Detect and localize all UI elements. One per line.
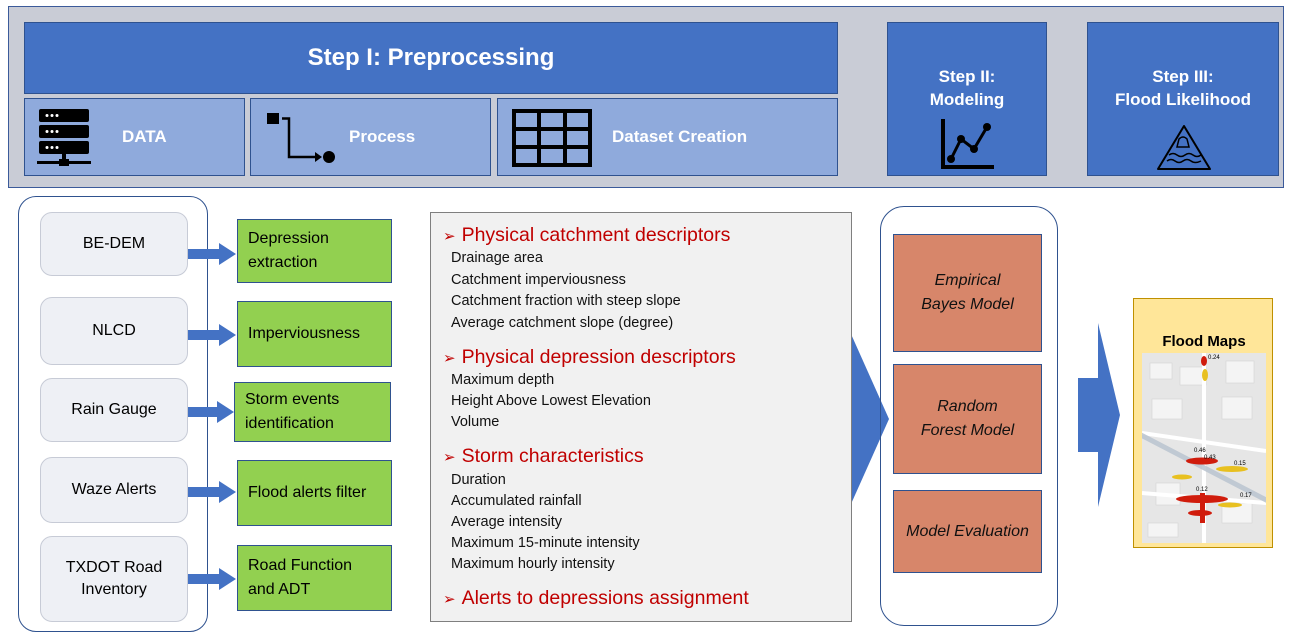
descriptor-item: Drainage area: [451, 250, 543, 266]
step1-title: Step I: Preprocessing: [307, 44, 555, 71]
heading-text: Physical catchment descriptors: [461, 224, 731, 246]
arrowhead-bullet-icon: ➢: [443, 449, 456, 466]
descriptor-item: Maximum 15-minute intensity: [451, 535, 640, 551]
arrowhead-bullet-icon: ➢: [443, 591, 456, 608]
descriptor-item: Catchment fraction with steep slope: [451, 293, 681, 309]
flood-maps-title: Flood Maps: [1162, 333, 1246, 350]
descriptor-heading: ➢ Physical catchment descriptors: [443, 224, 730, 247]
source-txdot-road-inventory: TXDOT Road Inventory: [40, 536, 188, 622]
heading-text: Storm characteristics: [461, 445, 644, 467]
big-arrow-right-icon: [851, 334, 889, 504]
source-label: TXDOT Road Inventory: [65, 559, 163, 598]
arrowhead-bullet-icon: ➢: [443, 228, 456, 245]
map-probability-label: 0.15: [1234, 461, 1246, 467]
arrow-right-icon: [188, 324, 236, 346]
source-waze-alerts: Waze Alerts: [40, 457, 188, 523]
table-grid-icon: [512, 109, 592, 167]
flood-map-thumbnail: 0.24 0.46 0.43 0.15 0.12 0.17: [1142, 353, 1266, 543]
process-text: Road Function and ADT: [248, 557, 353, 598]
flood-warning-icon: [1157, 125, 1211, 170]
dataset-creation-box: Dataset Creation: [497, 98, 838, 176]
flow-process-icon: [267, 113, 335, 163]
model-random-forest: Random Forest Model: [893, 364, 1042, 474]
descriptor-item: Catchment imperviousness: [451, 272, 626, 288]
process-text: Depression extraction: [248, 230, 329, 271]
descriptor-item: Maximum depth: [451, 372, 555, 388]
process-text: Storm events identification: [245, 391, 340, 432]
process-imperviousness: Imperviousness: [237, 301, 392, 367]
arrow-right-icon: [188, 401, 234, 423]
line-chart-icon: [941, 119, 994, 169]
map-probability-label: 0.12: [1196, 487, 1208, 493]
process-text: Imperviousness: [248, 325, 361, 342]
server-icon: [37, 109, 91, 166]
step1-header: Step I: Preprocessing: [24, 22, 838, 94]
step2-line2: Modeling: [929, 90, 1005, 109]
models-frame: [880, 206, 1058, 626]
heading-text: Physical depression descriptors: [461, 346, 736, 368]
descriptor-item: Volume: [451, 414, 500, 430]
model-label: Empirical Bayes Model: [921, 272, 1014, 313]
process-flood-alerts-filter: Flood alerts filter: [237, 460, 392, 526]
flood-maps-box: Flood Maps 0: [1133, 298, 1273, 548]
source-be-dem: BE-DEM: [40, 212, 188, 276]
process-box: Process: [250, 98, 491, 176]
process-road-function-adt: Road Function and ADT: [237, 545, 392, 611]
descriptor-item: Average catchment slope (degree): [451, 315, 674, 331]
source-label: Rain Gauge: [71, 401, 157, 418]
source-label: Waze Alerts: [71, 481, 157, 498]
descriptor-item: Accumulated rainfall: [451, 493, 582, 509]
descriptor-item: Average intensity: [451, 514, 562, 530]
data-label: DATA: [122, 127, 167, 146]
map-probability-label: 0.17: [1240, 493, 1252, 499]
model-label: Random Forest Model: [920, 398, 1015, 439]
process-text: Flood alerts filter: [248, 484, 367, 501]
model-empirical-bayes: Empirical Bayes Model: [893, 234, 1042, 352]
step3-line2: Flood Likelihood: [1115, 90, 1251, 109]
descriptor-heading: ➢ Physical depression descriptors: [443, 346, 736, 369]
descriptor-item: Duration: [451, 472, 506, 488]
arrow-right-icon: [188, 243, 236, 265]
process-depression-extraction: Depression extraction: [237, 219, 392, 283]
map-probability-label: 0.46: [1194, 448, 1206, 454]
arrow-right-icon: [188, 481, 236, 503]
descriptors-panel: ➢ Physical catchment descriptors Drainage…: [430, 212, 852, 622]
source-label: NLCD: [92, 322, 136, 339]
descriptor-heading: ➢ Storm characteristics: [443, 445, 644, 468]
dataset-creation-label: Dataset Creation: [612, 127, 748, 146]
descriptor-item: Maximum hourly intensity: [451, 556, 615, 572]
model-label: Model Evaluation: [906, 522, 1029, 540]
source-rain-gauge: Rain Gauge: [40, 378, 188, 442]
model-evaluation: Model Evaluation: [893, 490, 1042, 573]
step2-line1: Step II:: [938, 67, 996, 86]
descriptor-heading: ➢ Alerts to depressions assignment: [443, 587, 749, 610]
step3-line1: Step III:: [1152, 67, 1214, 86]
source-label: BE-DEM: [82, 235, 146, 252]
big-arrow-right-icon: [1078, 323, 1120, 507]
source-nlcd: NLCD: [40, 297, 188, 365]
arrowhead-bullet-icon: ➢: [443, 350, 456, 367]
descriptor-item: Height Above Lowest Elevation: [451, 393, 651, 409]
step2-box: Step II: Modeling: [887, 22, 1047, 176]
step3-box: Step III: Flood Likelihood: [1087, 22, 1279, 176]
process-label: Process: [349, 127, 416, 146]
arrow-right-icon: [188, 568, 236, 590]
map-probability-label: 0.24: [1208, 355, 1220, 361]
map-probability-label: 0.43: [1204, 455, 1216, 461]
heading-text: Alerts to depressions assignment: [461, 587, 749, 609]
process-storm-events: Storm events identification: [234, 382, 391, 442]
data-box: DATA: [24, 98, 245, 176]
